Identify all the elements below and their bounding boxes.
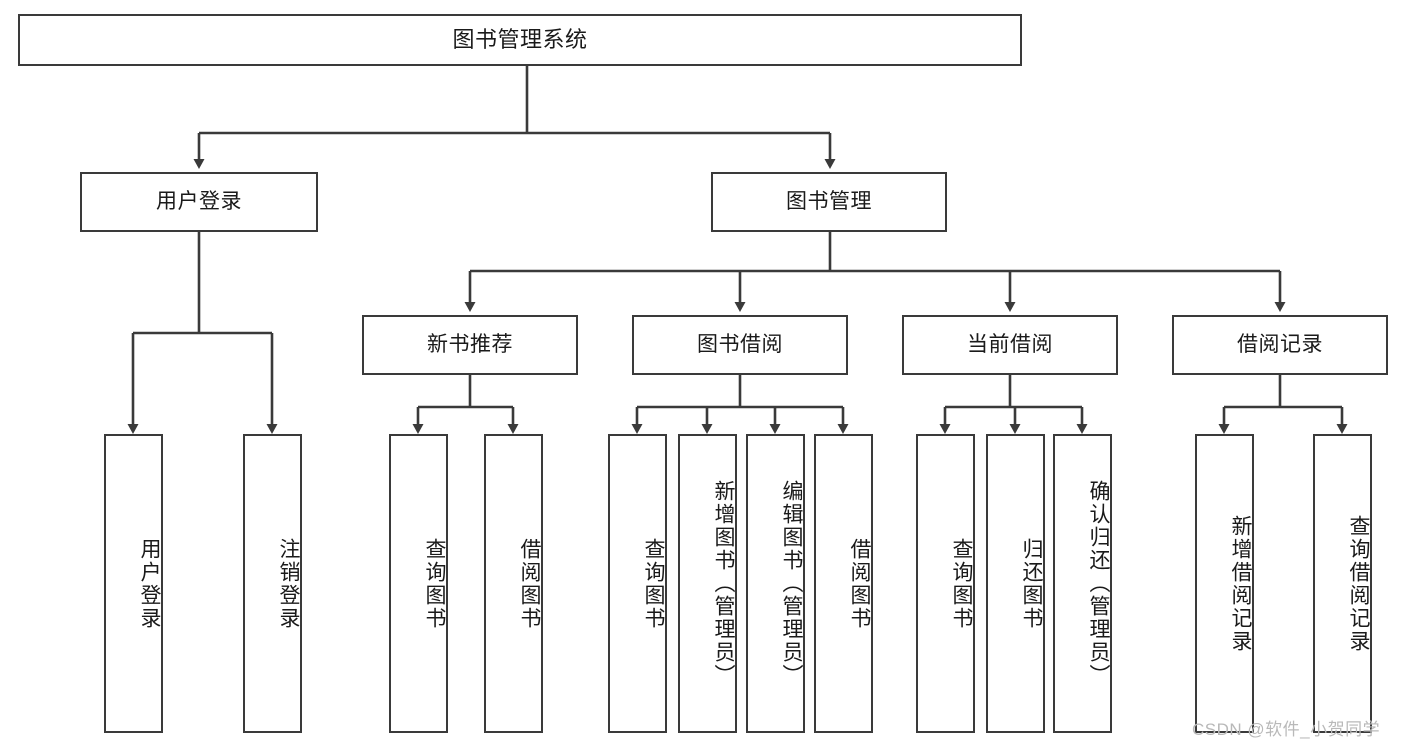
leaf-label: 用户登录 bbox=[138, 537, 161, 630]
leaf-label: 新增借阅记录 bbox=[1229, 514, 1252, 653]
leaf-label: 查询图书 bbox=[950, 537, 973, 630]
leaf-label: 查询图书 bbox=[423, 537, 446, 630]
leaf-user-login-logout[interactable]: 注销登录 bbox=[243, 434, 302, 733]
leaf-record-add-record[interactable]: 新增借阅记录 bbox=[1195, 434, 1254, 733]
leaf-label: 查询图书 bbox=[642, 537, 665, 630]
leaf-current-query-book[interactable]: 查询图书 bbox=[916, 434, 975, 733]
node-root-system[interactable]: 图书管理系统 bbox=[18, 14, 1022, 66]
node-user-login[interactable]: 用户登录 bbox=[80, 172, 318, 232]
leaf-borrow-borrow-book[interactable]: 借阅图书 bbox=[814, 434, 873, 733]
leaf-borrow-query-book[interactable]: 查询图书 bbox=[608, 434, 667, 733]
leaf-label: 编辑图书（管理员） bbox=[780, 480, 803, 687]
leaf-borrow-edit-book-admin[interactable]: 编辑图书（管理员） bbox=[746, 434, 805, 733]
leaf-label: 借阅图书 bbox=[848, 537, 871, 630]
leaf-label: 确认归还（管理员） bbox=[1087, 480, 1110, 687]
leaf-label: 查询借阅记录 bbox=[1347, 514, 1370, 653]
leaf-recommend-borrow-book[interactable]: 借阅图书 bbox=[484, 434, 543, 733]
leaf-label: 注销登录 bbox=[277, 537, 300, 630]
leaf-current-return-book[interactable]: 归还图书 bbox=[986, 434, 1045, 733]
leaf-user-login-login[interactable]: 用户登录 bbox=[104, 434, 163, 733]
leaf-label: 新增图书（管理员） bbox=[712, 480, 735, 687]
leaf-label: 归还图书 bbox=[1020, 537, 1043, 630]
leaf-record-query-record[interactable]: 查询借阅记录 bbox=[1313, 434, 1372, 733]
node-book-management[interactable]: 图书管理 bbox=[711, 172, 947, 232]
node-borrow-record[interactable]: 借阅记录 bbox=[1172, 315, 1388, 375]
node-book-borrow[interactable]: 图书借阅 bbox=[632, 315, 848, 375]
watermark-text: CSDN @软件_小贺同学 bbox=[1192, 720, 1381, 739]
node-new-book-recommend[interactable]: 新书推荐 bbox=[362, 315, 578, 375]
leaf-current-confirm-return-admin[interactable]: 确认归还（管理员） bbox=[1053, 434, 1112, 733]
leaf-label: 借阅图书 bbox=[518, 537, 541, 630]
leaf-recommend-query-book[interactable]: 查询图书 bbox=[389, 434, 448, 733]
node-current-borrow[interactable]: 当前借阅 bbox=[902, 315, 1118, 375]
leaf-borrow-add-book-admin[interactable]: 新增图书（管理员） bbox=[678, 434, 737, 733]
